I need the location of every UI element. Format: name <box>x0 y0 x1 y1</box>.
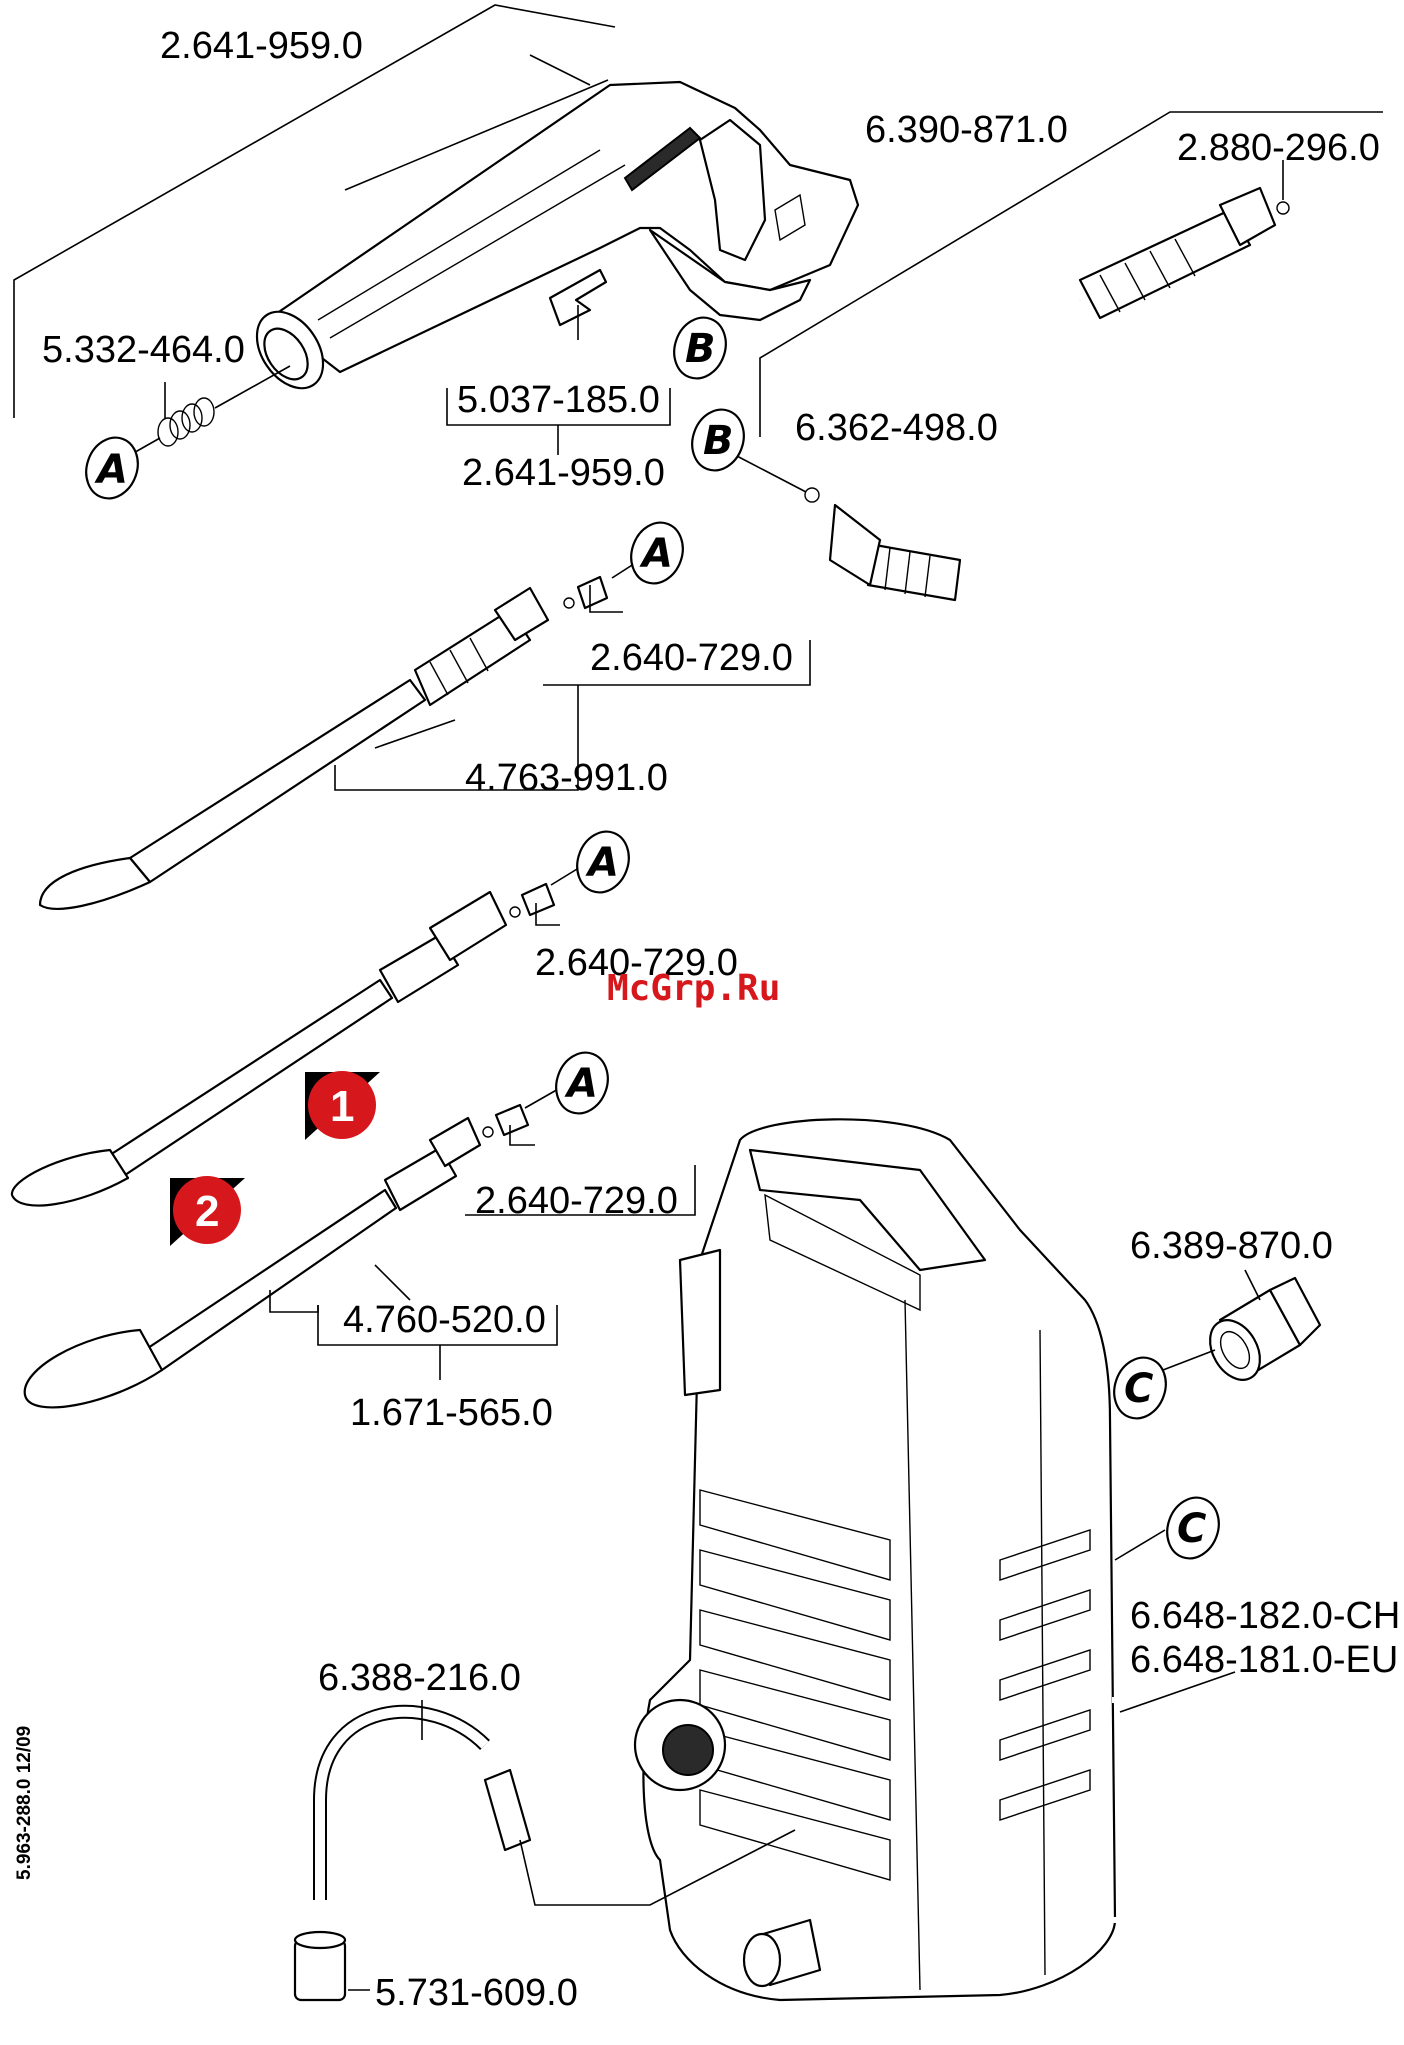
part-number-water-coupling: 6.389-870.0 <box>1130 1225 1333 1267</box>
callout-b-1: B <box>666 310 734 385</box>
part-number-vario-lance: 4.760-520.0 <box>343 1299 546 1341</box>
svg-text:A: A <box>639 531 673 577</box>
part-number-gun-lower: 2.641-959.0 <box>462 452 665 494</box>
hose-icon <box>295 1712 530 2000</box>
svg-text:1: 1 <box>330 1082 354 1131</box>
svg-text:A: A <box>585 840 619 886</box>
part-number-hose-kit: 6.390-871.0 <box>865 109 1068 151</box>
part-number-suction-hose: 6.388-216.0 <box>318 1657 521 1699</box>
callout-c-1: C <box>1106 1350 1174 1425</box>
document-code: 5.963-288.0 12/09 <box>14 1726 35 1880</box>
svg-text:A: A <box>564 1061 598 1107</box>
callout-a-3: A <box>569 824 637 899</box>
part-number-o-ring: 2.880-296.0 <box>1177 127 1380 169</box>
spray-gun-icon <box>243 82 858 400</box>
part-number-nozzle-kit-3: 2.640-729.0 <box>475 1180 678 1222</box>
badge-1: 1 <box>305 1071 380 1140</box>
part-number-power-cord-ch: 6.648-182.0-CH <box>1130 1595 1400 1637</box>
svg-text:2: 2 <box>195 1187 219 1236</box>
coupling-icon <box>1200 1278 1320 1389</box>
part-number-hose: 6.362-498.0 <box>795 407 998 449</box>
svg-text:C: C <box>1124 1366 1153 1412</box>
callout-a-1: A <box>78 430 146 505</box>
part-number-lance-set: 1.671-565.0 <box>350 1392 553 1434</box>
svg-text:B: B <box>703 418 734 464</box>
badge-2: 2 <box>170 1176 245 1246</box>
svg-text:A: A <box>94 447 128 493</box>
svg-text:C: C <box>1177 1506 1206 1552</box>
callout-c-2: C <box>1159 1490 1227 1565</box>
part-number-clip: 5.037-185.0 <box>457 379 660 421</box>
hose-icon <box>805 188 1289 600</box>
watermark: McGrp.Ru <box>607 968 780 1009</box>
part-number-dirt-blaster: 4.763-991.0 <box>465 757 668 799</box>
seal-set-icon <box>158 398 214 446</box>
part-number-nozzle-kit-1: 2.640-729.0 <box>590 637 793 679</box>
pressure-washer-icon <box>635 1119 1115 2000</box>
part-number-power-cord-eu: 6.648-181.0-EU <box>1130 1639 1398 1681</box>
lance-icon <box>12 884 554 1206</box>
callout-b-2: B <box>684 402 752 477</box>
part-number-seal-set: 5.332-464.0 <box>42 329 245 371</box>
clip-icon <box>550 270 606 340</box>
lance-icon <box>40 577 607 909</box>
callout-a-4: A <box>548 1045 616 1120</box>
callout-a-2: A <box>623 515 691 590</box>
svg-text:B: B <box>685 326 716 372</box>
part-number-filter: 5.731-609.0 <box>375 1972 578 2014</box>
part-number-gun: 2.641-959.0 <box>160 25 363 67</box>
